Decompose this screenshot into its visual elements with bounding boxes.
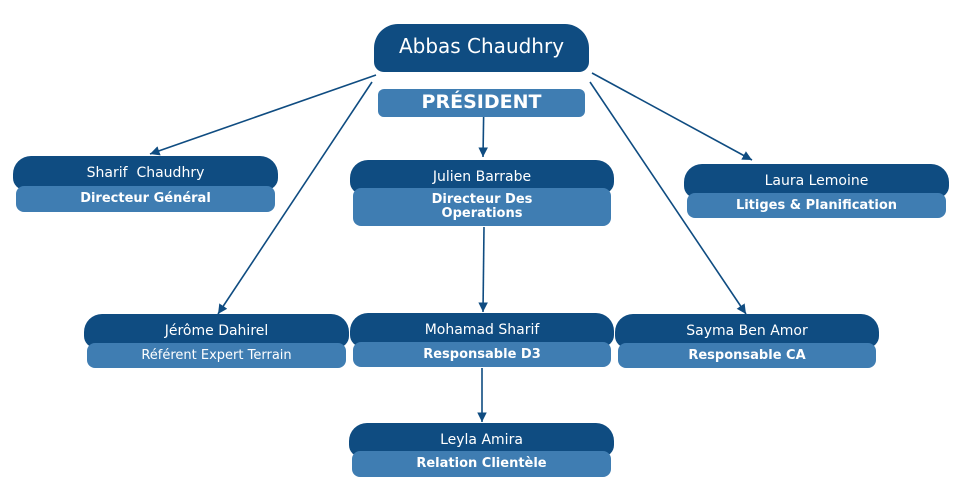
responsable-ca-role-box: Responsable CA — [618, 343, 876, 368]
relation-clientele-node: Leyla Amira Relation Clientèle — [349, 423, 614, 479]
president-name: Abbas Chaudhry — [398, 34, 565, 58]
directeur-operations-node: Julien Barrabe Directeur Des Operations — [350, 160, 614, 228]
responsable-d3-role-box: Responsable D3 — [353, 342, 611, 367]
president-name-box: Abbas Chaudhry — [374, 24, 589, 72]
referent-name: Jérôme Dahirel — [164, 323, 269, 339]
litiges-name-box: Laura Lemoine — [684, 164, 949, 198]
responsable-d3-role: Responsable D3 — [423, 346, 541, 362]
relation-clientele-role: Relation Clientèle — [416, 456, 547, 472]
litiges-node: Laura Lemoine Litiges & Planification — [684, 164, 949, 220]
referent-name-box: Jérôme Dahirel — [84, 314, 349, 348]
responsable-ca-role: Responsable CA — [688, 347, 806, 363]
referent-node: Jérôme Dahirel Référent Expert Terrain — [84, 314, 349, 370]
litiges-name: Laura Lemoine — [764, 173, 869, 189]
connector-president-to-responsable-ca — [589, 81, 747, 315]
responsable-d3-node: Mohamad Sharif Responsable D3 — [350, 313, 614, 369]
directeur-operations-role: Directeur Des Operations — [431, 192, 533, 221]
directeur-general-name-box: Sharif Chaudhry — [13, 156, 278, 190]
litiges-role-box: Litiges & Planification — [687, 193, 946, 218]
president-role-box: PRÉSIDENT — [378, 89, 585, 117]
connector-president-to-directeur-general — [149, 74, 377, 156]
directeur-operations-role-box: Directeur Des Operations — [353, 188, 611, 226]
connector-president-to-referent — [217, 81, 373, 315]
responsable-ca-name-box: Sayma Ben Amor — [615, 314, 879, 348]
responsable-d3-name: Mohamad Sharif — [424, 322, 540, 338]
responsable-ca-node: Sayma Ben Amor Responsable CA — [615, 314, 879, 370]
directeur-general-node: Sharif Chaudhry Directeur Général — [13, 156, 278, 214]
directeur-general-role: Directeur Général — [80, 191, 211, 207]
president-role: PRÉSIDENT — [421, 91, 542, 114]
responsable-ca-name: Sayma Ben Amor — [686, 323, 808, 339]
referent-role: Référent Expert Terrain — [141, 347, 292, 363]
responsable-d3-name-box: Mohamad Sharif — [350, 313, 614, 347]
connector-president-to-litiges — [591, 72, 753, 161]
relation-clientele-role-box: Relation Clientèle — [352, 451, 611, 477]
litiges-role: Litiges & Planification — [735, 197, 898, 213]
directeur-operations-name: Julien Barrabe — [432, 169, 532, 185]
referent-role-box: Référent Expert Terrain — [87, 343, 346, 368]
president-node: Abbas Chaudhry PRÉSIDENT — [374, 24, 589, 117]
relation-clientele-name: Leyla Amira — [440, 432, 523, 448]
directeur-general-name: Sharif Chaudhry — [86, 165, 205, 181]
connector-operations-to-d3 — [478, 226, 488, 313]
directeur-general-role-box: Directeur Général — [16, 186, 275, 212]
